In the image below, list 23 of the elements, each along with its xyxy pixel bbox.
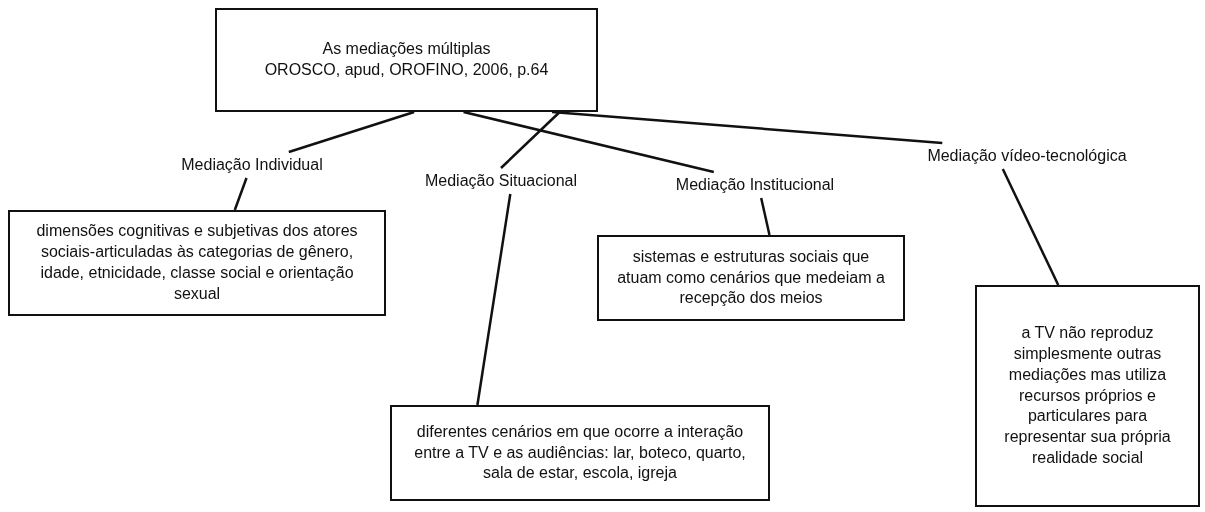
description-text: diferentes cenários em que ocorre a interação entre a TV e as audiências: lar, boteco, quarto, sala de estar, escola, igreja <box>413 421 747 484</box>
connector-line <box>500 111 561 169</box>
connector-line <box>476 193 512 406</box>
description-box <box>975 285 1200 507</box>
description-box <box>390 405 770 501</box>
mediation-label: Mediação Situacional <box>408 168 594 194</box>
connector-line <box>288 110 415 154</box>
connector-line <box>759 197 771 236</box>
connector-line <box>463 110 715 174</box>
title-box <box>215 8 598 112</box>
description-text: a TV não reproduz simplesmente outras mediações mas utiliza recursos próprios e particulares para representar sua própria realidade social <box>1003 323 1172 468</box>
mediation-label: Mediação Individual <box>160 152 344 178</box>
title-text: As mediações múltiplas <box>322 39 491 60</box>
title-text: OROSCO, apud, OROFINO, 2006, p.64 <box>264 60 549 80</box>
description-text: sistemas e estruturas sociais que atuam como cenários que medeiam a recepção dos meios <box>616 246 886 309</box>
description-text: dimensões cognitivas e subjetivas dos atores sociais-articuladas às categorias de gênero, idade, etnicidade, classe social e orientação sexual <box>35 221 359 304</box>
mediation-label: Mediação Institucional <box>652 172 858 198</box>
description-box <box>597 235 905 321</box>
connector-line <box>233 177 248 211</box>
connector-line <box>1001 168 1060 286</box>
mediation-label: Mediação vídeo-tecnológica <box>906 143 1148 169</box>
description-box <box>8 210 386 316</box>
connector-line <box>551 110 943 145</box>
